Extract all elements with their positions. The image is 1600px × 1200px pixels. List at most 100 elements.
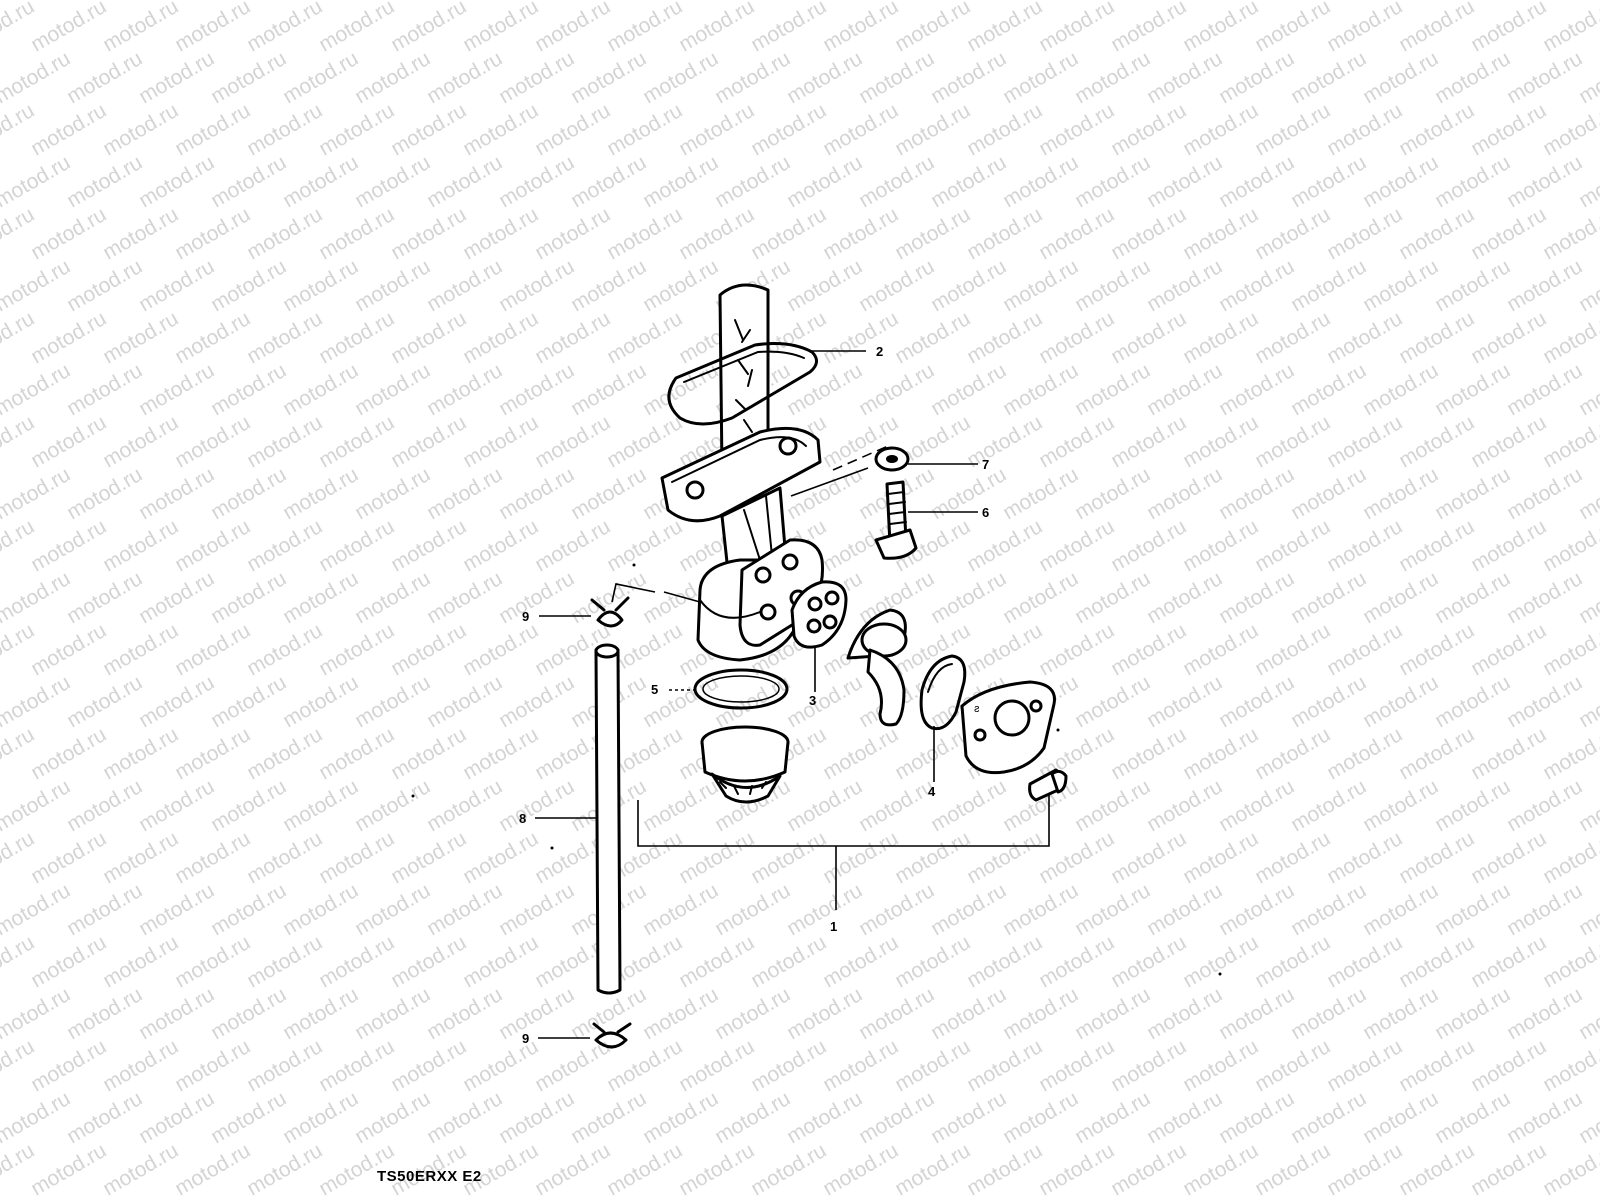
watermark-text: motod.ru [99, 0, 182, 56]
watermark-text: motod.ru [1071, 671, 1154, 732]
watermark-text: motod.ru [1323, 619, 1406, 680]
watermark-text: motod.ru [927, 0, 1010, 4]
watermark-text: motod.ru [1179, 99, 1262, 160]
watermark-text: motod.ru [1179, 515, 1262, 576]
watermark-text: motod.ru [1359, 463, 1442, 524]
watermark-text: motod.ru [423, 0, 506, 4]
watermark-text: motod.ru [0, 567, 74, 628]
watermark-text: motod.ru [423, 567, 506, 628]
watermark-text: motod.ru [27, 0, 110, 56]
watermark-text: motod.ru [1215, 151, 1298, 212]
watermark-text: motod.ru [387, 1035, 470, 1096]
part-9-clip-upper [590, 596, 630, 628]
watermark-text: motod.ru [495, 671, 578, 732]
watermark-text: motod.ru [171, 203, 254, 264]
watermark-text: motod.ru [1359, 1087, 1442, 1148]
watermark-text: motod.ru [675, 99, 758, 160]
watermark-text: motod.ru [99, 1035, 182, 1096]
watermark-text: motod.ru [495, 255, 578, 316]
watermark-text: motod.ru [927, 879, 1010, 940]
watermark-text: motod.ru [315, 619, 398, 680]
watermark-text: motod.ru [747, 203, 830, 264]
watermark-text: motod.ru [1071, 983, 1154, 1044]
part-7-washer [874, 446, 910, 472]
watermark-text: motod.ru [1251, 99, 1334, 160]
watermark-text: motod.ru [1251, 0, 1334, 56]
watermark-text: motod.ru [99, 411, 182, 472]
watermark-text: motod.ru [927, 983, 1010, 1044]
watermark-text: motod.ru [1323, 307, 1406, 368]
watermark-text: motod.ru [1503, 775, 1586, 836]
watermark-text: motod.ru [747, 0, 830, 56]
watermark-text: motod.ru [387, 619, 470, 680]
watermark-text: motod.ru [819, 0, 902, 56]
watermark-text: motod.ru [1431, 879, 1514, 940]
watermark-text: motod.ru [1035, 411, 1118, 472]
watermark-text: motod.ru [675, 1035, 758, 1096]
watermark-text: motod.ru [1323, 411, 1406, 472]
watermark-text: motod.ru [1503, 983, 1586, 1044]
watermark-text: motod.ru [1503, 671, 1586, 732]
watermark-text: motod.ru [171, 307, 254, 368]
watermark-text: motod.ru [1359, 47, 1442, 108]
watermark-text: motod.ru [243, 619, 326, 680]
watermark-text: motod.ru [639, 151, 722, 212]
watermark-text: motod.ru [1467, 1035, 1550, 1096]
watermark-text: motod.ru [99, 515, 182, 576]
watermark-text: motod.ru [1107, 515, 1190, 576]
watermark-text: motod.ru [567, 151, 650, 212]
watermark-text: motod.ru [1107, 723, 1190, 784]
watermark-text: motod.ru [1035, 931, 1118, 992]
fuel-cock-lever [846, 608, 908, 727]
watermark-text: motod.ru [999, 879, 1082, 940]
watermark-text: motod.ru [99, 1139, 182, 1200]
watermark-text: motod.ru [243, 1035, 326, 1096]
watermark-text: motod.ru [423, 983, 506, 1044]
watermark-text: motod.ru [1179, 723, 1262, 784]
watermark-text: motod.ru [927, 47, 1010, 108]
watermark-text: motod.ru [279, 671, 362, 732]
part-5-oring [693, 668, 789, 710]
watermark-text: motod.ru [1431, 983, 1514, 1044]
watermark-text: motod.ru [1251, 1139, 1334, 1200]
watermark-text: motod.ru [891, 931, 974, 992]
watermark-text: motod.ru [1359, 151, 1442, 212]
watermark-text: motod.ru [1395, 307, 1478, 368]
watermark-text: motod.ru [1179, 619, 1262, 680]
watermark-text: motod.ru [1431, 1087, 1514, 1148]
watermark-text: motod.ru [315, 99, 398, 160]
watermark-text: motod.ru [1323, 0, 1406, 56]
watermark-text: motod.ru [27, 827, 110, 888]
svg-text:ƨ: ƨ [974, 703, 980, 715]
watermark-text: motod.ru [639, 775, 722, 836]
watermark-text: motod.ru [279, 151, 362, 212]
watermark-text: motod.ru [1395, 1035, 1478, 1096]
watermark-text: motod.ru [819, 723, 902, 784]
watermark-text: motod.ru [423, 775, 506, 836]
watermark-text: motod.ru [999, 983, 1082, 1044]
watermark-text: motod.ru [1071, 151, 1154, 212]
watermark-text: motod.ru [1071, 879, 1154, 940]
watermark-text: motod.ru [675, 931, 758, 992]
watermark-text: motod.ru [1107, 203, 1190, 264]
watermark-text: motod.ru [27, 307, 110, 368]
watermark-text: motod.ru [1071, 1087, 1154, 1148]
watermark-text: motod.ru [63, 255, 146, 316]
watermark-text: motod.ru [999, 1087, 1082, 1148]
watermark-text: motod.ru [315, 723, 398, 784]
watermark-text: motod.ru [999, 151, 1082, 212]
watermark-text: motod.ru [567, 255, 650, 316]
watermark-text: motod.ru [963, 515, 1046, 576]
watermark-text: motod.ru [351, 775, 434, 836]
watermark-text: motod.ru [855, 47, 938, 108]
callout-1: 1 [830, 919, 837, 934]
watermark-text: motod.ru [315, 0, 398, 56]
watermark-text: motod.ru [963, 619, 1046, 680]
watermark-text: motod.ru [1539, 827, 1600, 888]
watermark-text: motod.ru [639, 983, 722, 1044]
watermark-text: motod.ru [1215, 47, 1298, 108]
watermark-text: motod.ru [1503, 567, 1586, 628]
watermark-text: motod.ru [783, 1087, 866, 1148]
watermark-text: motod.ru [63, 671, 146, 732]
watermark-text: motod.ru [63, 879, 146, 940]
